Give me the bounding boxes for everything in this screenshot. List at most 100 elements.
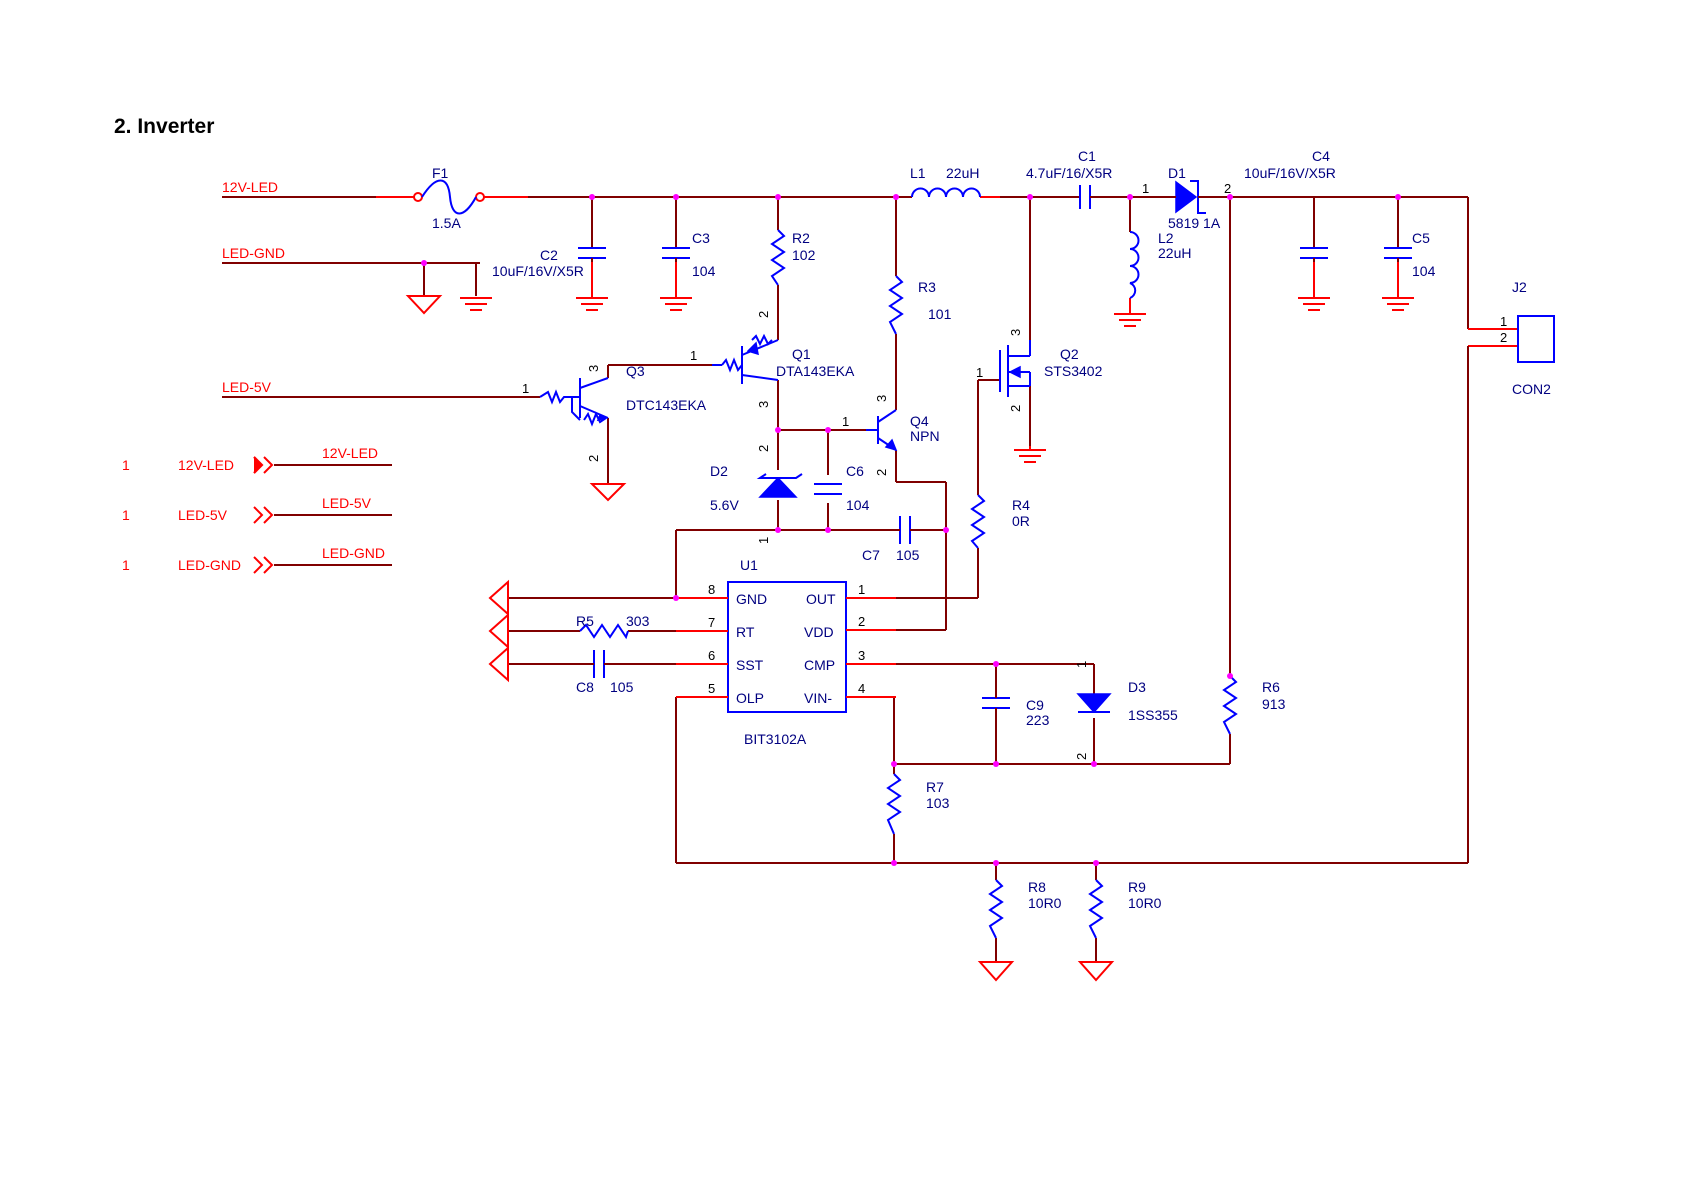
pin-number: 1 (1142, 181, 1149, 196)
u1-pin-rt: RT (736, 624, 755, 640)
capacitor-c7[interactable] (896, 516, 916, 544)
pin-number: 1 (690, 348, 697, 363)
r6-ref: R6 (1262, 679, 1280, 695)
r8-ref: R8 (1028, 879, 1046, 895)
d3-ref: D3 (1128, 679, 1146, 695)
u1-pin-vdd: VDD (804, 624, 834, 640)
transistor-q2[interactable] (999, 340, 1031, 397)
c4-value: 10uF/16V/X5R (1244, 165, 1336, 181)
u1-pin-num: 8 (708, 582, 715, 597)
resistor-r6[interactable] (1222, 675, 1238, 735)
r2-value: 102 (792, 247, 816, 263)
r9-value: 10R0 (1128, 895, 1162, 911)
q4-ref: Q4 (910, 413, 929, 429)
pin-number: 2 (586, 455, 601, 462)
fuse-f1[interactable] (413, 179, 485, 215)
c8-ref: C8 (576, 679, 594, 695)
port-num: 1 (122, 557, 130, 573)
q1-ref: Q1 (792, 346, 811, 362)
port-label-led-5v: LED-5V (178, 507, 228, 523)
d3-value: 1SS355 (1128, 707, 1178, 723)
capacitor-c2[interactable] (578, 247, 606, 262)
u1-value: BIT3102A (744, 731, 807, 747)
pin-number: 1 (976, 365, 983, 380)
l1-ref: L1 (910, 165, 926, 181)
q3-value: DTC143EKA (626, 397, 707, 413)
resistor-r7[interactable] (886, 773, 902, 835)
port-arrows (253, 456, 274, 574)
u1-pin-num: 6 (708, 648, 715, 663)
transistor-q4[interactable] (866, 409, 898, 452)
r3-ref: R3 (918, 279, 936, 295)
transistor-q3[interactable] (539, 377, 609, 427)
c7-value: 105 (896, 547, 920, 563)
u1-pin-cmp: CMP (804, 657, 835, 673)
zener-d2[interactable] (756, 473, 803, 498)
c1-ref: C1 (1078, 148, 1096, 164)
d1-value: 5819 1A (1168, 215, 1221, 231)
r7-value: 103 (926, 795, 950, 811)
f1-ref: F1 (432, 165, 449, 181)
resistor-r9[interactable] (1088, 879, 1104, 939)
resistor-r2[interactable] (770, 229, 786, 286)
c5-value: 104 (1412, 263, 1436, 279)
port-num: 1 (122, 457, 130, 473)
transistor-q1[interactable] (712, 333, 779, 384)
capacitor-c3[interactable] (662, 247, 690, 262)
connector-j2[interactable] (1517, 315, 1555, 363)
l2-value: 22uH (1158, 245, 1191, 261)
c4-ref: C4 (1312, 148, 1330, 164)
port-label-led-gnd: LED-GND (178, 557, 241, 573)
c3-ref: C3 (692, 230, 710, 246)
r8-value: 10R0 (1028, 895, 1062, 911)
r3-value: 101 (928, 306, 952, 322)
c6-value: 104 (846, 497, 870, 513)
net-label-12v-led: 12V-LED (222, 179, 278, 195)
capacitor-c4[interactable] (1300, 247, 1328, 262)
pin-number: 2 (1074, 753, 1089, 760)
inductor-l1[interactable] (911, 187, 981, 198)
u1-pin-num: 3 (858, 648, 865, 663)
u1-pin-num: 2 (858, 614, 865, 629)
q4-value: NPN (910, 428, 940, 444)
f1-value: 1.5A (432, 215, 461, 231)
inductor-l2[interactable] (1129, 231, 1140, 299)
pin-number: 1 (842, 414, 849, 429)
l1-value: 22uH (946, 165, 979, 181)
capacitor-c1[interactable] (1079, 185, 1100, 209)
ic-u1[interactable] (676, 581, 896, 713)
u1-pin-num: 7 (708, 615, 715, 630)
u1-pin-num: 1 (858, 582, 865, 597)
port-label-12v-led: 12V-LED (178, 457, 234, 473)
u1-pin-olp: OLP (736, 690, 764, 706)
u1-ref: U1 (740, 557, 758, 573)
r9-ref: R9 (1128, 879, 1146, 895)
r6-value: 913 (1262, 696, 1286, 712)
c2-ref: C2 (540, 247, 558, 263)
pin-number: 3 (1008, 329, 1023, 336)
diode-d1[interactable] (1160, 180, 1232, 214)
capacitor-c6[interactable] (814, 483, 842, 495)
port-net-led-5v: LED-5V (322, 495, 372, 511)
diode-d3[interactable] (1076, 693, 1112, 714)
c7-ref: C7 (862, 547, 880, 563)
pin-number: 2 (1224, 181, 1231, 196)
resistor-r8[interactable] (988, 879, 1004, 939)
r7-ref: R7 (926, 779, 944, 795)
junctions (421, 194, 1401, 866)
pin-number: 3 (874, 395, 889, 402)
pin-number: 2 (1500, 330, 1507, 345)
resistor-r3[interactable] (888, 275, 904, 335)
d2-ref: D2 (710, 463, 728, 479)
ground-symbols (405, 262, 1414, 982)
q3-ref: Q3 (626, 363, 645, 379)
r5-value: 303 (626, 613, 650, 629)
resistor-r5[interactable] (579, 623, 629, 640)
capacitor-c8[interactable] (586, 650, 612, 678)
capacitor-c5[interactable] (1384, 247, 1412, 262)
pin-number: 1 (1074, 661, 1089, 668)
port-num: 1 (122, 507, 130, 523)
capacitor-c9[interactable] (982, 692, 1010, 716)
resistor-r4[interactable] (970, 494, 986, 549)
